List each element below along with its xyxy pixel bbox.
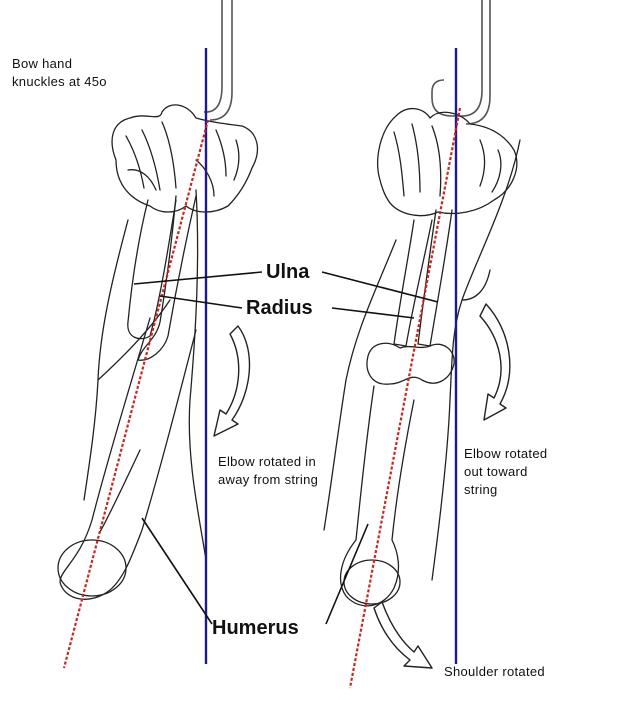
left-humerus-bone	[59, 317, 197, 600]
right-humerus-bone	[339, 385, 415, 607]
labels: Bow hand knuckles at 45o Ulna Radius Hum…	[12, 56, 547, 679]
left-hand-bones	[111, 104, 259, 213]
humerus-label: Humerus	[212, 617, 299, 639]
ulna-leader-left	[133, 271, 263, 285]
elbow-in-label-line2: away from string	[218, 472, 318, 487]
right-radius-bone	[417, 209, 453, 347]
radius-label: Radius	[246, 297, 313, 319]
left-humerus-head	[57, 539, 127, 597]
left-radius-bone	[137, 195, 197, 361]
right-hand-bones	[377, 108, 518, 217]
ulna-label: Ulna	[266, 261, 310, 283]
left-arm-outline	[83, 189, 207, 561]
right-bone-axis-line	[348, 107, 462, 689]
right-bow-string	[431, 0, 491, 125]
humerus-leader-right	[325, 523, 369, 625]
bow-hand-label-line1: Bow hand	[12, 56, 72, 71]
left-bow-string	[204, 0, 233, 121]
elbow-out-label-line3: string	[464, 482, 498, 497]
elbow-out-label-line2: out toward	[464, 464, 528, 479]
right-ulna-bone	[393, 219, 433, 347]
elbow-out-label-line1: Elbow rotated	[464, 446, 547, 461]
radius-leader-right	[331, 307, 415, 319]
left-ulna-bone	[127, 199, 177, 340]
left-bone-axis-line	[62, 119, 210, 669]
humerus-leader-left	[141, 517, 213, 625]
radius-leader-left	[159, 295, 243, 309]
shoulder-rotation-arrow	[373, 601, 433, 669]
right-arm	[323, 0, 521, 669]
elbow-in-label-line1: Elbow rotated in	[218, 454, 316, 469]
right-elbow-joint	[366, 342, 455, 385]
bow-hand-label-line2: knuckles at 45o	[12, 74, 107, 89]
right-arm-outline	[323, 139, 521, 581]
shoulder-rotated-label: Shoulder rotated	[444, 664, 545, 679]
left-arm	[57, 0, 259, 600]
ulna-leader-right	[321, 271, 439, 303]
leader-lines	[133, 271, 439, 625]
right-rotation-arrow	[479, 303, 511, 421]
left-rotation-arrow	[213, 325, 251, 437]
